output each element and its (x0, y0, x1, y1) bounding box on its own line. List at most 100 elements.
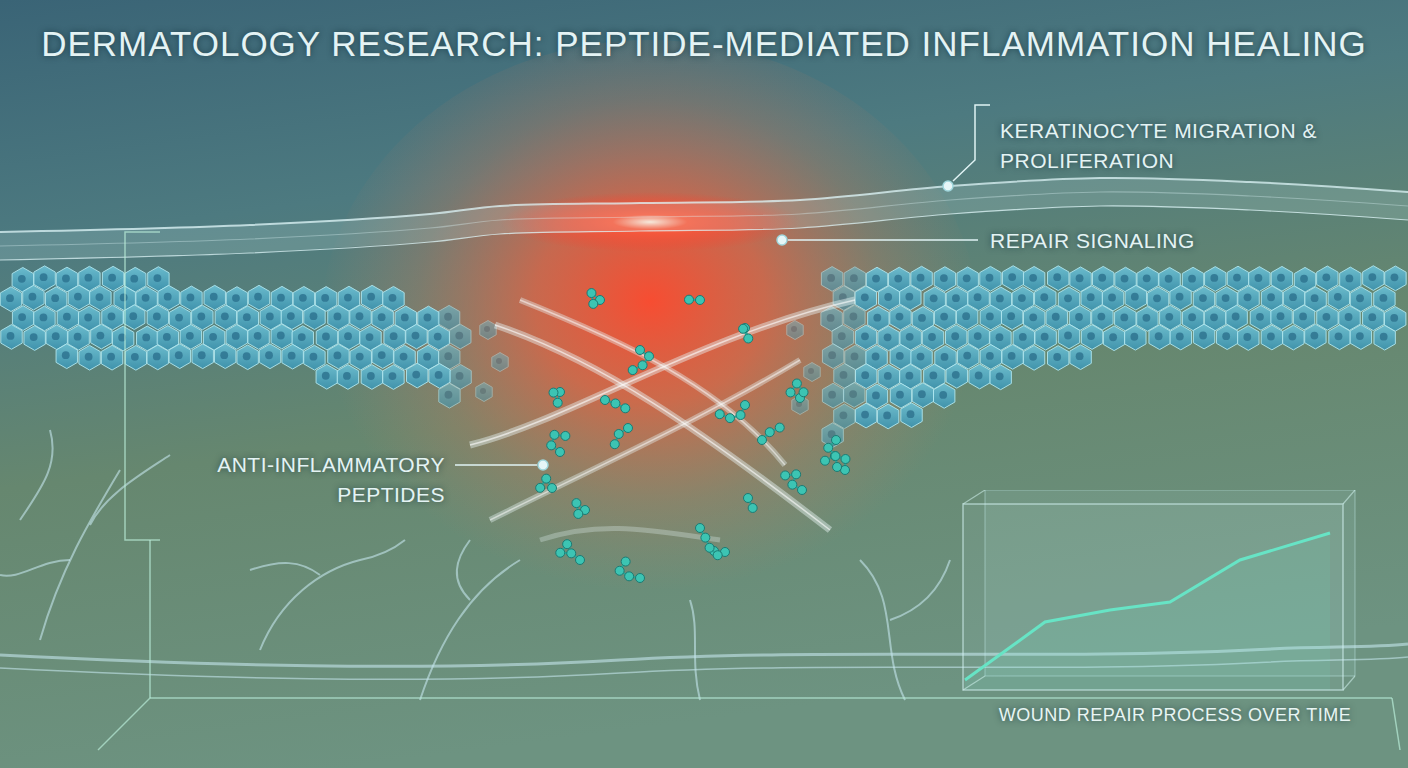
cell-nucleus (367, 293, 375, 301)
cell-nucleus (929, 372, 937, 380)
cell-nucleus (1018, 294, 1026, 302)
inflammation-glow (320, 40, 980, 620)
peptide-atom (725, 414, 734, 423)
peptide-molecule (628, 346, 653, 375)
keratinocyte-cell (1058, 324, 1079, 349)
cell-nucleus (1008, 352, 1016, 360)
keratinocyte-cell (1350, 325, 1371, 350)
cell-nucleus (1277, 274, 1285, 282)
cell-nucleus (1040, 293, 1048, 301)
cell-nucleus (1120, 314, 1128, 322)
keratinocyte-cell (821, 267, 842, 292)
peptide-atom (781, 471, 790, 480)
peptide-atom (786, 388, 795, 397)
peptide-atom (713, 551, 722, 560)
peptide-molecule (781, 470, 807, 495)
cell-nucleus (84, 314, 92, 322)
cell-body (1170, 325, 1191, 350)
keratinocyte-cell (912, 383, 933, 408)
keratinocyte-cell (1374, 325, 1395, 350)
cell-nucleus (287, 312, 295, 320)
leader-line (455, 464, 537, 466)
cell-body (79, 345, 100, 370)
keratinocyte-cell (158, 285, 179, 310)
cell-nucleus (884, 333, 892, 341)
cell-body (1058, 324, 1079, 349)
cell-nucleus (861, 332, 869, 340)
peptide-atom (636, 574, 645, 583)
peptide-atom (553, 398, 562, 407)
keratinocyte-cell (1216, 325, 1237, 350)
keratinocyte-cell (1048, 266, 1069, 291)
keratinocyte-cell (1170, 325, 1191, 350)
keratinocyte-cell (102, 266, 123, 291)
cell-body (271, 324, 292, 349)
peptide-atom (701, 533, 710, 542)
cell-body (1081, 325, 1102, 350)
cell-nucleus (334, 313, 342, 321)
keratinocyte-cell (476, 383, 492, 402)
cell-nucleus (1323, 313, 1331, 321)
keratinocyte-cell (328, 344, 349, 369)
cell-nucleus (1368, 273, 1376, 281)
cell-body (192, 344, 213, 369)
keratinocyte-cell (1283, 325, 1304, 350)
cell-nucleus (851, 353, 859, 361)
keratinocyte-cell (192, 305, 213, 330)
peptide-atom (621, 404, 630, 413)
cell-body (0, 287, 21, 312)
keratinocyte-cell (192, 344, 213, 369)
cell-body (980, 305, 1001, 330)
cell-nucleus (952, 371, 960, 379)
keratinocyte-cell (1363, 266, 1384, 291)
cell-nucleus (872, 391, 880, 399)
cell-body (844, 305, 865, 330)
keratinocyte-cell (956, 305, 977, 330)
cell-body (877, 404, 898, 429)
cell-body (822, 383, 843, 408)
cell-nucleus (63, 313, 71, 321)
keratinocyte-cell (980, 266, 1001, 291)
cell-nucleus (1143, 314, 1151, 322)
keratinocyte-cell (1363, 306, 1384, 331)
keratinocyte-cell (1317, 266, 1338, 291)
cell-nucleus (986, 313, 994, 321)
floor-line (149, 540, 151, 698)
peptide-molecule (615, 557, 644, 582)
keratinocyte-cell (23, 285, 44, 310)
cell-nucleus (378, 351, 386, 359)
keratinocyte-cell (878, 286, 899, 311)
cell-nucleus (62, 351, 70, 359)
leader-lines (455, 105, 990, 470)
cell-nucleus (1029, 353, 1037, 361)
cell-body (480, 321, 496, 340)
cell-nucleus (1255, 274, 1263, 282)
cell-body (328, 344, 349, 369)
cell-nucleus (974, 332, 982, 340)
cell-nucleus (401, 314, 409, 322)
cell-body (68, 285, 89, 310)
keratinocyte-cell (1149, 325, 1170, 350)
keratinocyte-cell (372, 306, 393, 331)
cell-nucleus (423, 353, 431, 361)
cell-nucleus (1232, 313, 1240, 321)
cell-nucleus (434, 333, 442, 341)
keratinocyte-cell (68, 285, 89, 310)
cell-nucleus (828, 391, 836, 399)
cell-nucleus (1165, 313, 1173, 321)
vessel (250, 563, 320, 575)
callout-box: ANTI-INFLAMMATORY PEPTIDES (155, 450, 445, 510)
keratinocyte-cell (843, 383, 864, 408)
peptide-atom (792, 379, 801, 388)
peptide-molecule (572, 499, 590, 519)
keratinocyte-cell (946, 363, 967, 388)
cell-body (158, 285, 179, 310)
cell-nucleus (1368, 313, 1376, 321)
cell-nucleus (266, 312, 274, 320)
cell-nucleus (40, 314, 48, 322)
peptide-atom (601, 396, 610, 405)
cell-body (1035, 325, 1056, 350)
cell-body (946, 325, 967, 350)
cell-nucleus (243, 313, 251, 321)
peptide-atom (765, 428, 774, 437)
